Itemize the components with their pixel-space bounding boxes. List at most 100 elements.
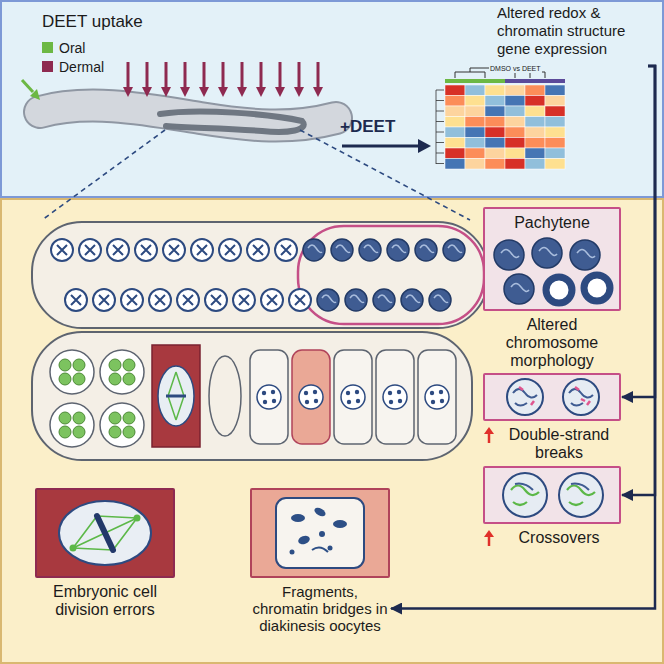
- shape: [406, 295, 420, 303]
- caption-wrap: Crossovers: [483, 529, 621, 547]
- shape: [295, 295, 305, 305]
- shape: [346, 391, 350, 395]
- embryo: [50, 403, 94, 447]
- shape: [197, 245, 207, 255]
- oocyte: [418, 350, 456, 444]
- shape: [73, 412, 85, 424]
- caption: Double-strand breaks: [509, 426, 610, 461]
- up-arrow: [483, 530, 495, 547]
- co-art: [485, 468, 619, 522]
- emb-art: [37, 490, 173, 576]
- nucleus: [233, 289, 255, 311]
- image-frame: [483, 373, 621, 421]
- shape: [356, 399, 360, 403]
- oocyte: [292, 350, 330, 444]
- shape: [281, 245, 291, 255]
- oocyte: [334, 350, 372, 444]
- dermal-arrow: [203, 62, 206, 88]
- shape: [73, 359, 85, 371]
- shape: [73, 373, 85, 385]
- dermal-arrow: [260, 62, 263, 88]
- shape: [434, 295, 448, 303]
- increase-arrow: [483, 530, 495, 547]
- shape: [271, 390, 275, 394]
- nucleus: [107, 239, 129, 261]
- nucleus: [121, 289, 143, 311]
- increase-arrow: [483, 427, 495, 444]
- shape: [59, 373, 71, 385]
- shape: [448, 245, 462, 253]
- arrow-head: [218, 87, 228, 97]
- image-frame: [483, 466, 621, 524]
- shape: [439, 390, 443, 394]
- connector: [391, 66, 655, 609]
- highlight-embryo: [152, 345, 200, 447]
- heatmap-legend: DMSO vs DEET: [489, 65, 542, 73]
- nucleus: [163, 239, 185, 261]
- shape: [109, 412, 121, 424]
- pachytene-nucleus: [429, 289, 451, 311]
- embryo: [100, 403, 144, 447]
- shape: [158, 366, 194, 426]
- legend-swatch: [42, 61, 53, 72]
- dsb-art: [485, 375, 619, 419]
- shape: [123, 426, 135, 438]
- frame-art: [252, 490, 388, 576]
- arrow-head: [294, 87, 304, 97]
- arrow-head: [123, 87, 133, 97]
- caption-wrap: Altered chromosome morphology: [483, 316, 621, 370]
- heatmap-node: Altered redox & chromatin structure gene…: [432, 4, 648, 170]
- top-panel: [1, 1, 663, 197]
- dermal-arrow: [222, 62, 225, 88]
- shape: [308, 245, 322, 253]
- caption: Fragments, chromatin bridges in diakines…: [252, 583, 387, 634]
- shape: [336, 245, 350, 253]
- shape: [57, 245, 67, 255]
- shape: [166, 395, 186, 398]
- pachytene-nucleus: [331, 239, 353, 261]
- nucleus: [51, 239, 73, 261]
- shape: [99, 295, 109, 305]
- dermal-arrow: [127, 62, 130, 88]
- shape: [59, 359, 71, 371]
- legend-text: Dermal: [59, 58, 104, 76]
- heading: Altered redox & chromatin structure gene…: [497, 4, 649, 58]
- connector: [622, 66, 655, 495]
- pachytene-nucleus: [401, 289, 423, 311]
- shape: [253, 245, 263, 255]
- shape: [263, 400, 267, 404]
- shape: [388, 391, 392, 395]
- legend-row: Oral: [42, 38, 104, 57]
- image-frame: Pachytene: [483, 207, 621, 311]
- shape: [141, 245, 151, 255]
- shape: [239, 295, 249, 305]
- nucleus: [177, 289, 199, 311]
- shape: [431, 400, 435, 404]
- pachytene-nucleus: [317, 289, 339, 311]
- shape: [169, 245, 179, 255]
- heatmap-cells: [435, 66, 567, 170]
- shape: [299, 385, 323, 409]
- shape: [109, 426, 121, 438]
- embryo: [50, 350, 94, 394]
- shape: [389, 400, 393, 404]
- shape: [257, 385, 281, 409]
- nucleus: [93, 289, 115, 311]
- shape: [440, 399, 444, 403]
- shape: [347, 400, 351, 404]
- shape: [305, 400, 309, 404]
- shape: [123, 359, 135, 371]
- frame-title: Pachytene: [485, 209, 619, 232]
- label: +DEET: [340, 117, 395, 137]
- shape: [127, 295, 137, 305]
- nucleus: [247, 239, 269, 261]
- pachytene-nucleus: [415, 239, 437, 261]
- shape: [85, 245, 95, 255]
- oocyte: [376, 350, 414, 444]
- nucleus: [275, 239, 297, 261]
- shape: [211, 295, 221, 305]
- nucleus: [65, 289, 87, 311]
- shape: [355, 390, 359, 394]
- pachytene-nucleus: [345, 289, 367, 311]
